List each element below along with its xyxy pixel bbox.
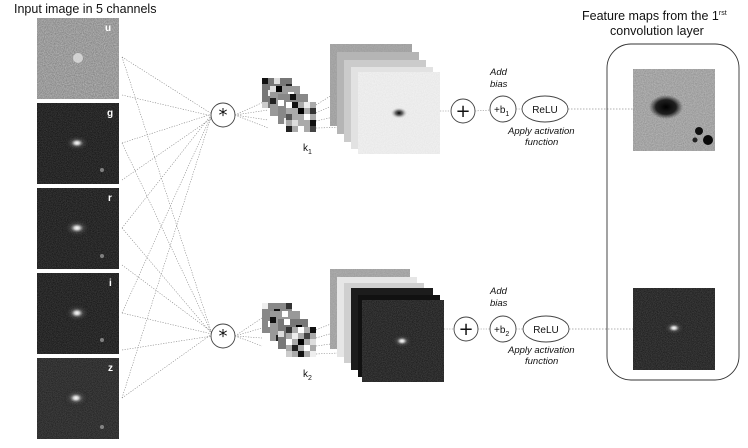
channel-i-image	[37, 273, 119, 354]
feature-map-bottom	[633, 288, 715, 370]
add-bias-caption-top-line1: Add	[489, 67, 508, 78]
relu-label-top: ReLU	[532, 105, 558, 116]
conv-output-stack-top	[330, 44, 440, 154]
kernel-label-top: k1	[303, 143, 312, 156]
input-title: Input image in 5 channels	[14, 2, 156, 16]
feature-maps-title-sup: rst	[719, 10, 727, 17]
feature-maps-container	[606, 43, 740, 381]
feature-maps-title-line1: Feature maps from the 1rst	[582, 9, 727, 23]
conv-to-kernel-wires-top	[234, 99, 269, 129]
conv-symbol-top: *	[219, 105, 228, 126]
activation-caption-top-line2: function	[525, 137, 558, 148]
relu-label-bottom: ReLU	[533, 325, 559, 336]
conv-symbol-bottom: *	[219, 326, 228, 347]
channel-g-label: g	[107, 108, 113, 119]
plus-symbol-bottom: +	[458, 319, 473, 340]
add-bias-caption-bottom-line1: Add	[489, 286, 508, 297]
activation-caption-bottom-line1: Apply activation	[507, 345, 575, 356]
conv-output-stack-bottom	[330, 269, 444, 382]
bias-label-bottom: +b2	[494, 325, 509, 338]
bias-label-top: +b1	[494, 105, 509, 118]
activation-caption-top-line1: Apply activation	[507, 126, 575, 137]
channel-i-label: i	[109, 278, 112, 289]
channel-z-image	[37, 358, 119, 439]
feature-map-top	[633, 69, 715, 151]
channel-u-label: u	[105, 23, 111, 34]
channel-r-image	[37, 188, 119, 269]
channel-u-image	[37, 18, 119, 99]
kernel-stack-top	[262, 78, 316, 132]
activation-caption-bottom-line2: function	[525, 356, 558, 367]
feature-maps-title-line2: convolution layer	[610, 24, 704, 38]
kernel-stack-bottom	[262, 303, 316, 357]
conv-to-kernel-wires-bottom	[234, 317, 263, 347]
add-to-bias-wire-top	[474, 109, 491, 112]
add-bias-caption-bottom-line2: bias	[490, 298, 508, 309]
add-bias-caption-top-line2: bias	[490, 79, 508, 90]
channel-r-label: r	[108, 193, 112, 204]
channel-z-label: z	[108, 363, 113, 374]
input-wires	[121, 56, 213, 399]
plus-symbol-top: +	[455, 101, 470, 122]
channel-g-image	[37, 103, 119, 184]
kernel-label-bottom: k2	[303, 369, 312, 382]
